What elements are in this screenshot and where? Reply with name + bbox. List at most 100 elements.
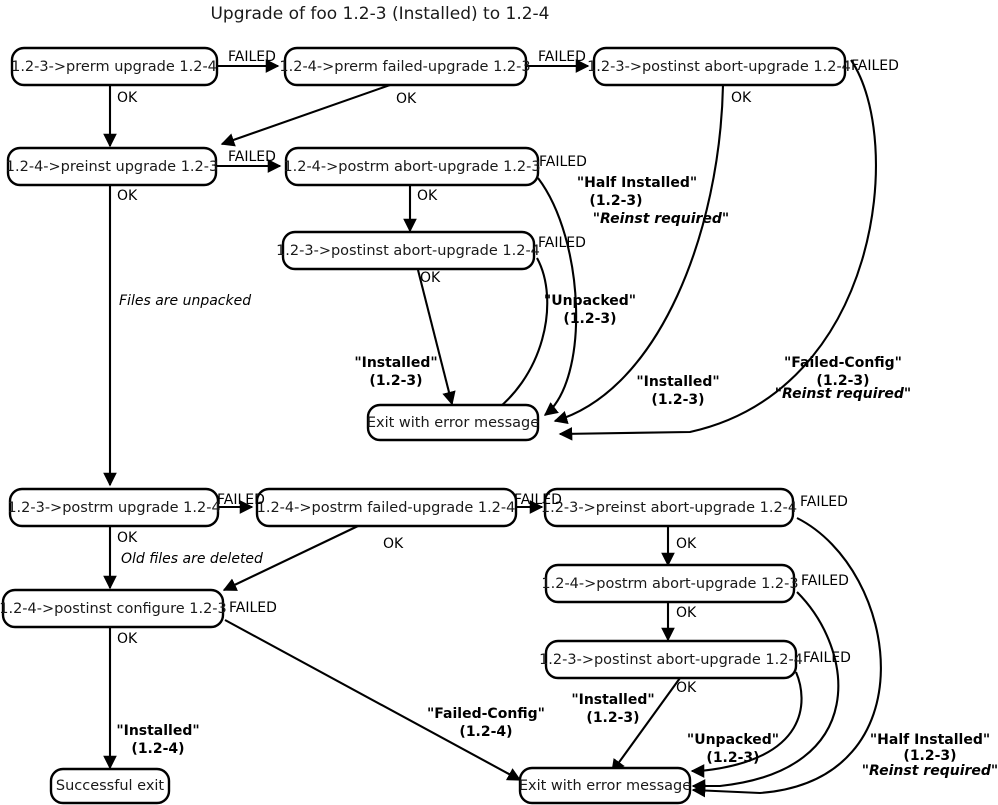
edge-label-failed: FAILED bbox=[801, 573, 849, 589]
edge-postinsttop-exit-failed bbox=[558, 59, 878, 441]
node-postinst-abort-upgrade-top[interactable]: 1.2-3->postinst abort-upgrade 1.2-4 bbox=[587, 46, 851, 87]
node-postrm-upgrade[interactable]: 1.2-3->postrm upgrade 1.2-4 bbox=[7, 487, 221, 528]
node-text: 1.2-3->postinst abort-upgrade 1.2-4 bbox=[276, 243, 540, 259]
state-line1: "Half Installed" bbox=[577, 175, 697, 191]
state-failed-config-bottom: "Failed-Config" (1.2-4) bbox=[427, 706, 545, 740]
edge-label-ok: OK bbox=[117, 530, 138, 546]
edge-label-failed: FAILED bbox=[217, 492, 265, 508]
edge-label-ok: OK bbox=[117, 188, 138, 204]
note-files-unpacked: Files are unpacked bbox=[119, 293, 251, 309]
node-text: 1.2-3->prerm upgrade 1.2-4 bbox=[11, 59, 217, 75]
edge-postinstmid-exit-failed bbox=[483, 257, 549, 419]
state-line2: (1.2-4) bbox=[131, 741, 184, 757]
edge-prermfail-preinst-ok bbox=[220, 84, 391, 147]
edge-postrmabortbot-exit-failed bbox=[691, 591, 840, 793]
state-line3: "Reinst required" bbox=[593, 211, 729, 227]
node-text: Exit with error message bbox=[367, 415, 539, 431]
edge-label-ok: OK bbox=[417, 188, 438, 204]
state-half-installed-bottom: "Half Installed" (1.2-3) "Reinst require… bbox=[862, 732, 998, 779]
edge-postinsttop-exit-ok bbox=[553, 84, 725, 425]
node-box bbox=[366, 403, 540, 442]
node-box bbox=[49, 767, 171, 805]
edge-label-failed: FAILED bbox=[228, 49, 276, 65]
edge-label-failed: FAILED bbox=[800, 494, 848, 510]
node-text: Successful exit bbox=[56, 778, 165, 794]
state-installed-bottom: "Installed" (1.2-3) bbox=[571, 692, 654, 726]
node-text: 1.2-4->preinst upgrade 1.2-3 bbox=[6, 159, 218, 175]
node-box bbox=[10, 46, 219, 87]
edge-postrmmid-exit-failed bbox=[537, 177, 578, 416]
state-line2: (1.2-3) bbox=[586, 710, 639, 726]
state-line1: "Installed" bbox=[116, 723, 199, 739]
edge-label-failed: FAILED bbox=[538, 235, 586, 251]
edge-postinstabort-exit-ok bbox=[611, 677, 681, 774]
state-line1: "Unpacked" bbox=[544, 293, 636, 309]
node-box bbox=[283, 46, 528, 87]
note-old-files-deleted: Old files are deleted bbox=[121, 551, 263, 567]
node-text: 1.2-3->postinst abort-upgrade 1.2-4 bbox=[539, 652, 803, 668]
edge-label-failed: FAILED bbox=[514, 492, 562, 508]
node-text: 1.2-4->postrm failed-upgrade 1.2-4 bbox=[257, 500, 516, 516]
edge-label-ok: OK bbox=[676, 680, 697, 696]
node-box bbox=[8, 487, 220, 528]
node-exit-error-bottom[interactable]: Exit with error message bbox=[518, 766, 692, 805]
node-postinst-abort-upgrade-mid[interactable]: 1.2-3->postinst abort-upgrade 1.2-4 bbox=[276, 230, 540, 271]
state-line2: (1.2-3) bbox=[651, 392, 704, 408]
node-box bbox=[6, 146, 218, 187]
edge-preinstabort-exit-failed bbox=[691, 517, 882, 798]
node-text: 1.2-4->postrm abort-upgrade 1.2-3 bbox=[541, 576, 798, 592]
state-installed-mid-right: "Installed" (1.2-3) bbox=[636, 374, 719, 408]
state-line2: (1.2-3) bbox=[903, 748, 956, 764]
node-postrm-abort-upgrade-mid[interactable]: 1.2-4->postrm abort-upgrade 1.2-3 bbox=[283, 146, 541, 187]
edge-label-ok: OK bbox=[396, 91, 417, 107]
state-line2: (1.2-3) bbox=[816, 373, 869, 389]
node-prerm-upgrade[interactable]: 1.2-3->prerm upgrade 1.2-4 bbox=[10, 46, 219, 87]
edge-label-ok: OK bbox=[676, 605, 697, 621]
node-text: Exit with error message bbox=[519, 778, 691, 794]
node-box bbox=[255, 487, 518, 528]
edge-label-ok: OK bbox=[420, 270, 441, 286]
node-postrm-abort-upgrade-bottom[interactable]: 1.2-4->postrm abort-upgrade 1.2-3 bbox=[541, 563, 799, 604]
edge-label-ok: OK bbox=[383, 536, 404, 552]
edge-label-ok: OK bbox=[731, 90, 752, 106]
node-box bbox=[284, 146, 540, 187]
edge-label-failed: FAILED bbox=[539, 154, 587, 170]
node-text: 1.2-3->postrm upgrade 1.2-4 bbox=[7, 500, 220, 516]
node-box bbox=[281, 230, 536, 271]
node-exit-error-top[interactable]: Exit with error message bbox=[366, 403, 540, 442]
state-line3: "Reinst required" bbox=[775, 386, 911, 402]
node-box bbox=[544, 639, 798, 680]
node-box bbox=[544, 563, 796, 604]
node-successful-exit[interactable]: Successful exit bbox=[49, 767, 171, 805]
node-prerm-failed-upgrade[interactable]: 1.2-4->prerm failed-upgrade 1.2-3 bbox=[279, 46, 531, 87]
edge-label-ok: OK bbox=[676, 536, 697, 552]
node-postinst-configure[interactable]: 1.2-4->postinst configure 1.2-3 bbox=[0, 588, 227, 629]
node-preinst-upgrade[interactable]: 1.2-4->preinst upgrade 1.2-3 bbox=[6, 146, 218, 187]
node-box bbox=[592, 46, 847, 87]
edge-label-ok: OK bbox=[117, 90, 138, 106]
node-text: 1.2-4->postinst configure 1.2-3 bbox=[0, 601, 227, 617]
page-title: Upgrade of foo 1.2-3 (Installed) to 1.2-… bbox=[210, 4, 549, 24]
node-box bbox=[1, 588, 225, 629]
node-preinst-abort-upgrade[interactable]: 1.2-3->preinst abort-upgrade 1.2-4 bbox=[541, 487, 797, 528]
state-line1: "Failed-Config" bbox=[784, 355, 902, 371]
edge-label-failed: FAILED bbox=[538, 49, 586, 65]
node-text: 1.2-4->prerm failed-upgrade 1.2-3 bbox=[279, 59, 530, 75]
state-line3: "Reinst required" bbox=[862, 763, 998, 779]
state-half-installed-top: "Half Installed" (1.2-3) "Reinst require… bbox=[577, 175, 729, 227]
state-line2: (1.2-4) bbox=[459, 724, 512, 740]
edge-postinstabortbot-exit-failed bbox=[690, 671, 803, 778]
node-box bbox=[543, 487, 795, 528]
node-postrm-failed-upgrade[interactable]: 1.2-4->postrm failed-upgrade 1.2-4 bbox=[255, 487, 518, 528]
edge-label-failed: FAILED bbox=[228, 149, 276, 165]
node-postinst-abort-upgrade-bottom[interactable]: 1.2-3->postinst abort-upgrade 1.2-4 bbox=[539, 639, 803, 680]
edge-label-ok: OK bbox=[117, 631, 138, 647]
state-failed-config-top: "Failed-Config" (1.2-3) "Reinst required… bbox=[775, 355, 911, 402]
state-line2: (1.2-3) bbox=[706, 750, 759, 766]
state-line1: "Half Installed" bbox=[870, 732, 990, 748]
state-unpacked-top: "Unpacked" (1.2-3) bbox=[544, 293, 636, 327]
edge-postinstconfig-exit-failed bbox=[224, 619, 522, 781]
node-box bbox=[518, 766, 692, 805]
